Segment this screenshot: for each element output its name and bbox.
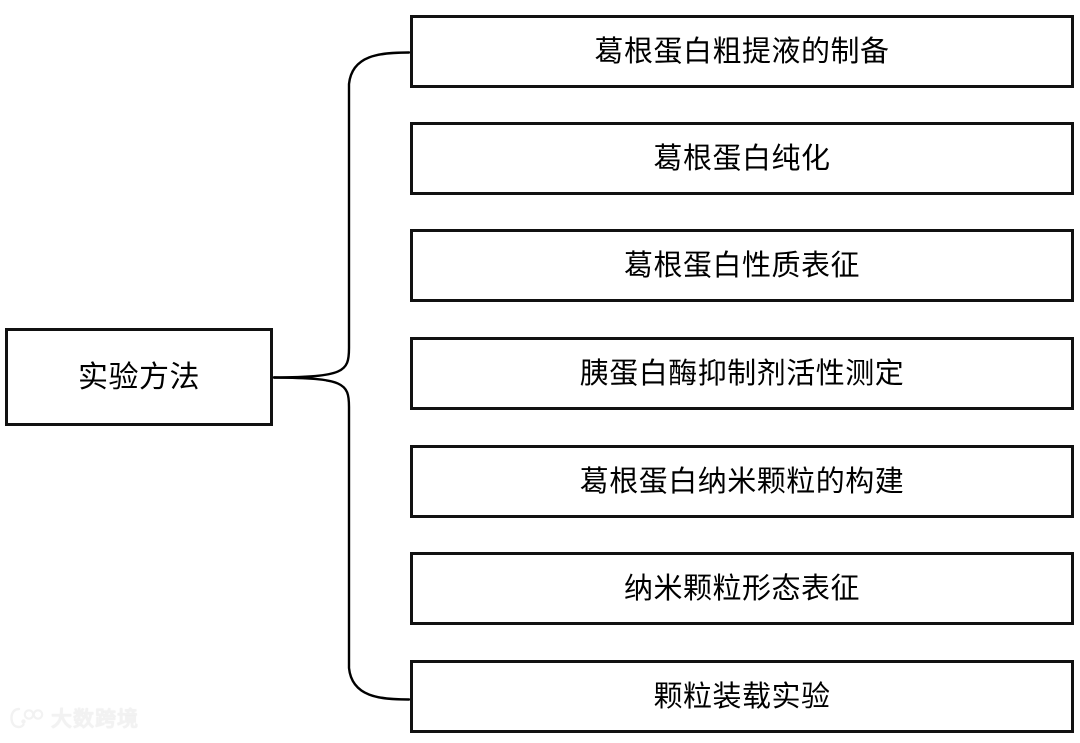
branch-node-3[interactable]: 葛根蛋白性质表征 — [410, 229, 1074, 302]
root-node-experimental-methods[interactable]: 实验方法 — [5, 328, 273, 426]
branch-node-label: 葛根蛋白性质表征 — [623, 247, 860, 282]
branch-node-label: 颗粒装载实验 — [653, 678, 831, 713]
branch-node-4[interactable]: 胰蛋白酶抑制剂活性测定 — [410, 337, 1074, 410]
branch-node-6[interactable]: 纳米颗粒形态表征 — [410, 552, 1074, 625]
branch-node-label: 葛根蛋白粗提液的制备 — [594, 33, 890, 68]
branch-node-1[interactable]: 葛根蛋白粗提液的制备 — [410, 15, 1074, 88]
watermark-text: 大数跨境 — [51, 707, 139, 731]
branch-node-label: 葛根蛋白纯化 — [653, 140, 831, 175]
branch-node-7[interactable]: 颗粒装载实验 — [410, 660, 1074, 733]
branch-node-label: 纳米颗粒形态表征 — [623, 570, 860, 605]
watermark: 大数跨境 — [10, 703, 139, 733]
branch-node-label: 葛根蛋白纳米颗粒的构建 — [579, 463, 905, 498]
branch-node-5[interactable]: 葛根蛋白纳米颗粒的构建 — [410, 445, 1074, 518]
branch-node-2[interactable]: 葛根蛋白纯化 — [410, 122, 1074, 195]
logo-icon — [10, 707, 44, 729]
branch-node-label: 胰蛋白酶抑制剂活性测定 — [579, 355, 905, 390]
root-node-label: 实验方法 — [78, 359, 200, 395]
